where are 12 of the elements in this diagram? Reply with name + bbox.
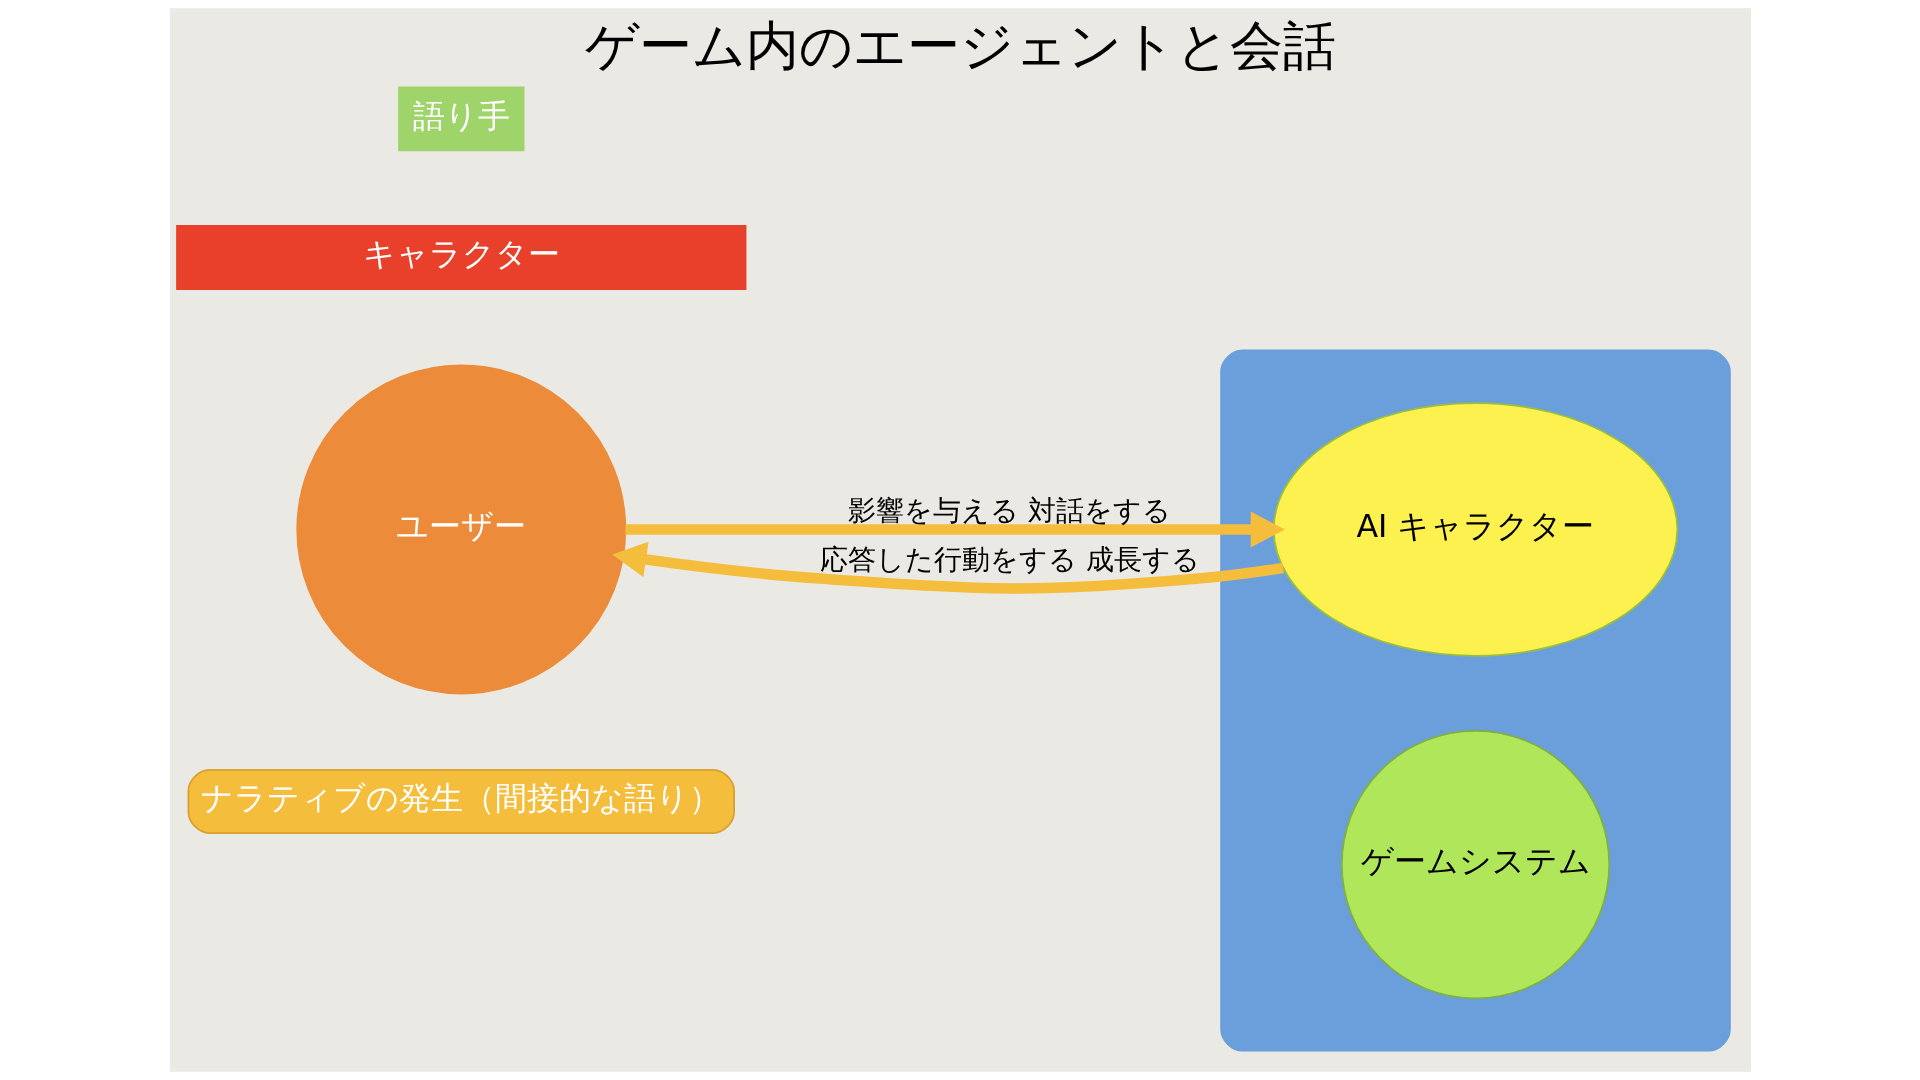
node-box: ナラティブの発生（間接的な語り） [187,769,735,834]
arrow [611,541,1284,594]
node-box: 語り手 [397,86,524,152]
node-box: キャラクター [175,225,746,290]
cluster [1219,349,1731,1052]
edge-label: 影響を与える 対話をする [847,494,1171,528]
diagram-title: ゲーム内のエージェントと会話 [584,15,1336,77]
node-circle: ゲームシステム [1340,730,1610,1000]
node-circle: ユーザー [295,364,626,695]
node-ellipse: AI キャラクター [1272,402,1678,657]
edge-label: 応答した行動をする 成長する [819,543,1200,577]
arrow [624,511,1285,548]
